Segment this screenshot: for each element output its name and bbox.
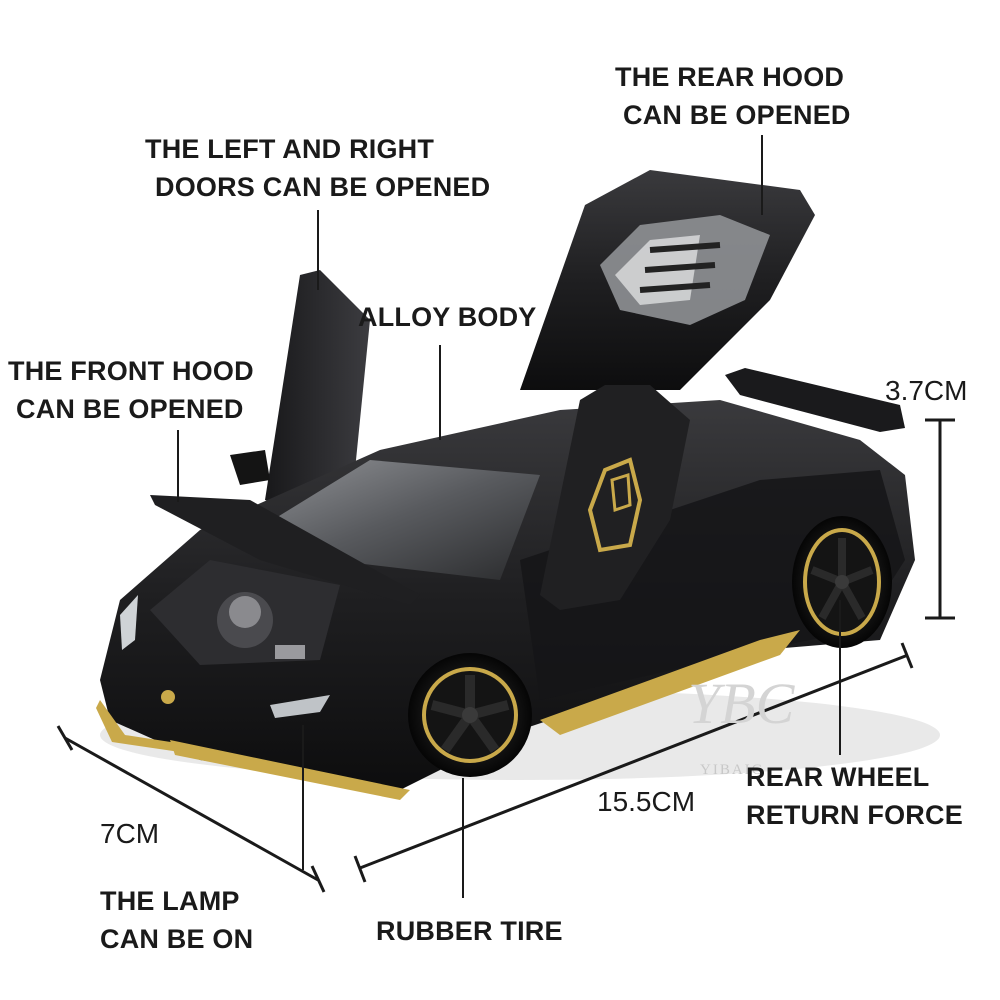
watermark-logo: YBC: [688, 671, 795, 736]
height-dimension-label: 3.7CM: [885, 375, 968, 406]
rear-hood-label-line1: THE REAR HOOD: [615, 62, 845, 92]
front-wheel-shape: [408, 653, 532, 777]
doors-label-line2: DOORS CAN BE OPENED: [155, 172, 491, 202]
front-hood-label-line1: THE FRONT HOOD: [8, 356, 254, 386]
lamp-label: THE LAMP CAN BE ON: [100, 882, 253, 958]
doors-label: THE LEFT AND RIGHT DOORS CAN BE OPENED: [145, 130, 490, 206]
rear-hood-label-line2: CAN BE OPENED: [623, 100, 851, 130]
rear-spoiler-shape: [725, 368, 905, 432]
front-hood-label-line2: CAN BE OPENED: [16, 394, 244, 424]
watermark-text: YIBAIC: [700, 762, 764, 778]
alloy-body-label: ALLOY BODY: [358, 302, 537, 332]
rear-wheel-label-line1: REAR WHEEL: [746, 762, 930, 792]
width-dimension: [64, 736, 319, 882]
right-door-shape: [540, 385, 690, 610]
front-hood-label: THE FRONT HOOD CAN BE OPENED: [8, 352, 254, 428]
rear-hood-label: THE REAR HOOD CAN BE OPENED: [615, 58, 851, 134]
rear-wheel-shape: [792, 516, 892, 648]
dimension-lines: [56, 418, 955, 893]
car-body-shape: [96, 400, 915, 800]
rubber-tire-label: RUBBER TIRE: [376, 916, 563, 946]
doors-label-line1: THE LEFT AND RIGHT: [145, 134, 435, 164]
width-dimension-label: 7CM: [100, 818, 160, 849]
rear-wheel-label-line2: RETURN FORCE: [746, 800, 963, 830]
left-door-shape: [230, 270, 370, 510]
lamp-label-line2: CAN BE ON: [100, 924, 254, 954]
front-hood-shape: [150, 495, 420, 605]
length-dimension-label: 15.5CM: [597, 786, 696, 817]
callout-leaders: [177, 135, 841, 898]
lamp-label-line1: THE LAMP: [100, 886, 240, 916]
length-dimension: [359, 653, 909, 870]
rear-wheel-label: REAR WHEEL RETURN FORCE: [746, 758, 963, 834]
rear-hood-shape: [520, 170, 815, 390]
